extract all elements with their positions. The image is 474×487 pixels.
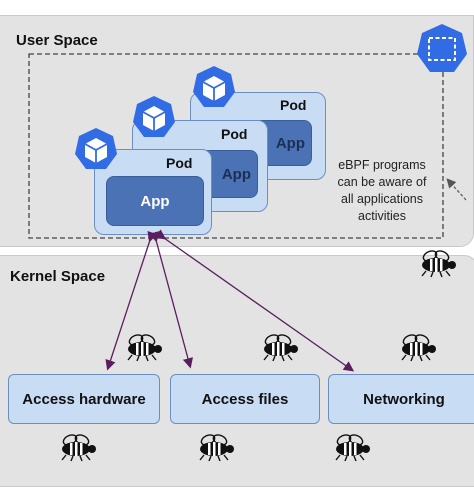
kubernetes-cube-icon (133, 96, 175, 137)
bee-icon (263, 332, 298, 362)
bee-icon (401, 332, 436, 362)
kernel-box-access-hardware: Access hardware (8, 374, 160, 424)
pod-label-front: Pod (166, 155, 193, 171)
app-box-front: App (106, 176, 204, 226)
kernel-box-label: Access hardware (22, 390, 146, 408)
note-line-4: activities (358, 209, 406, 223)
bee-icon (127, 332, 162, 362)
pod-label-back: Pod (280, 97, 307, 113)
container-icon (417, 24, 467, 72)
bee-icon (335, 432, 370, 462)
ebpf-awareness-note: eBPF programs can be aware of all applic… (326, 157, 438, 225)
arrow-bee-to-boundary (446, 178, 467, 201)
kernel-space-title: Kernel Space (10, 268, 106, 285)
app-label-back: App (275, 134, 305, 152)
kubernetes-cube-icon (75, 128, 117, 169)
user-space-title: User Space (16, 32, 98, 49)
note-line-3: all applications (341, 192, 423, 206)
kubernetes-cube-icon (193, 66, 235, 107)
bee-icon (421, 248, 456, 278)
kernel-box-access-files: Access files (170, 374, 320, 424)
pod-label-middle: Pod (221, 126, 248, 142)
arrow-to-networking (154, 229, 355, 372)
bee-icon (199, 432, 234, 462)
kernel-box-networking: Networking (328, 374, 474, 424)
app-label-middle: App (221, 165, 251, 183)
bee-icon (61, 432, 96, 462)
app-label-front: App (140, 192, 170, 210)
kernel-box-label: Access files (201, 390, 289, 408)
syscall-arrows (105, 178, 467, 372)
kernel-box-label: Networking (363, 390, 445, 408)
arrow-to-access-hardware (105, 230, 158, 371)
note-line-1: eBPF programs (338, 158, 426, 172)
note-line-2: can be aware of (337, 175, 427, 189)
